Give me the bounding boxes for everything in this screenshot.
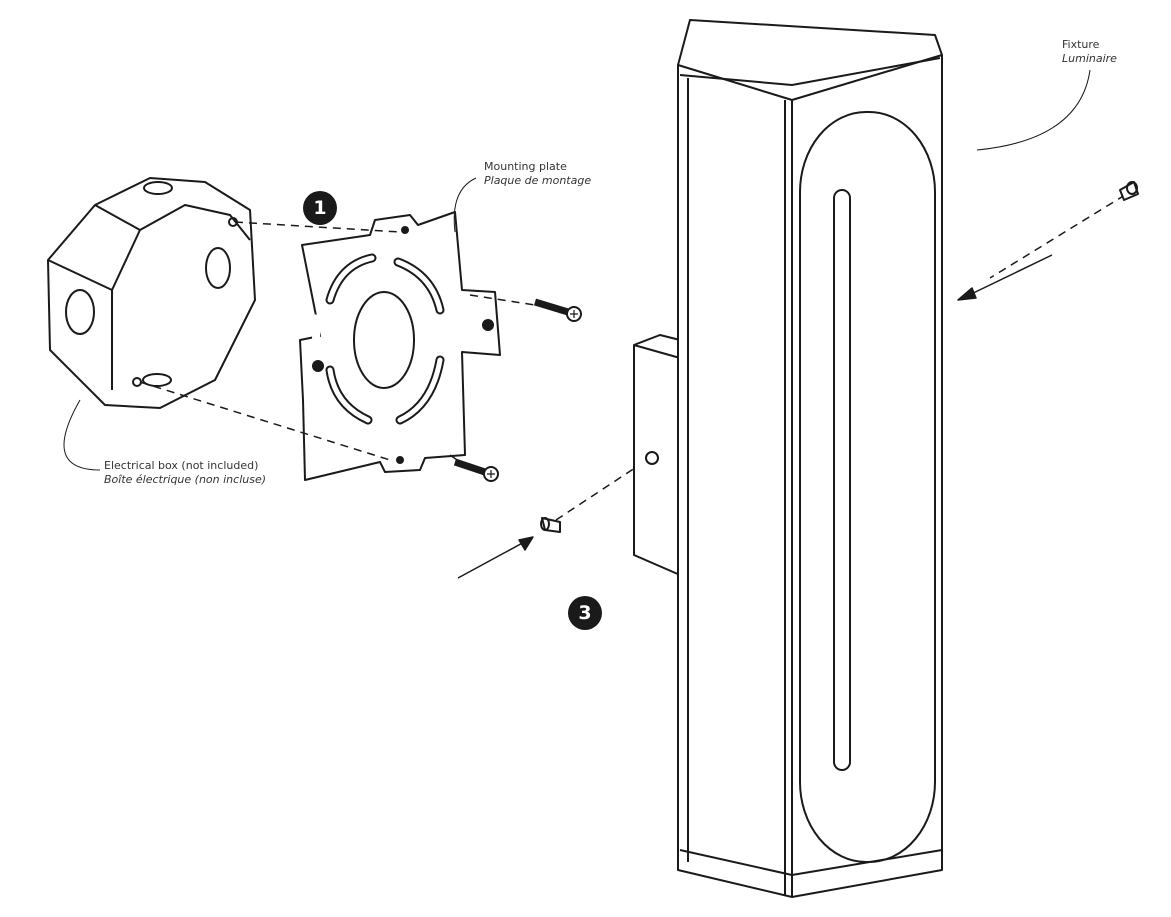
label-fixture: Fixture Luminaire <box>1062 38 1117 66</box>
electrical-box <box>47 177 256 409</box>
step-badge-1: 1 <box>303 191 337 225</box>
wall-bracket <box>633 334 681 576</box>
screw-upper <box>533 298 582 322</box>
mounting-plate-label-fr: Plaque de montage <box>484 174 592 187</box>
fixture-label-fr: Luminaire <box>1062 52 1117 65</box>
label-electrical-box: Electrical box (not included) Boîte élec… <box>104 459 266 487</box>
set-screw-right <box>1119 181 1139 201</box>
guide-lines <box>139 194 1126 521</box>
label-mounting-plate: Mounting plate Plaque de montage <box>484 160 591 188</box>
screw-lower <box>453 458 499 482</box>
electrical-box-label-en: Electrical box (not included) <box>104 459 259 472</box>
step-badge-3: 3 <box>568 596 602 630</box>
fixture-label-en: Fixture <box>1062 38 1100 51</box>
leader-lines <box>63 69 1091 471</box>
mounting-plate-label-en: Mounting plate <box>484 160 567 173</box>
mounting-plate <box>299 211 501 481</box>
set-screw-left <box>540 517 561 533</box>
electrical-box-label-fr: Boîte électrique (non incluse) <box>104 473 267 486</box>
fixture <box>677 19 943 898</box>
arrows <box>457 254 1053 579</box>
